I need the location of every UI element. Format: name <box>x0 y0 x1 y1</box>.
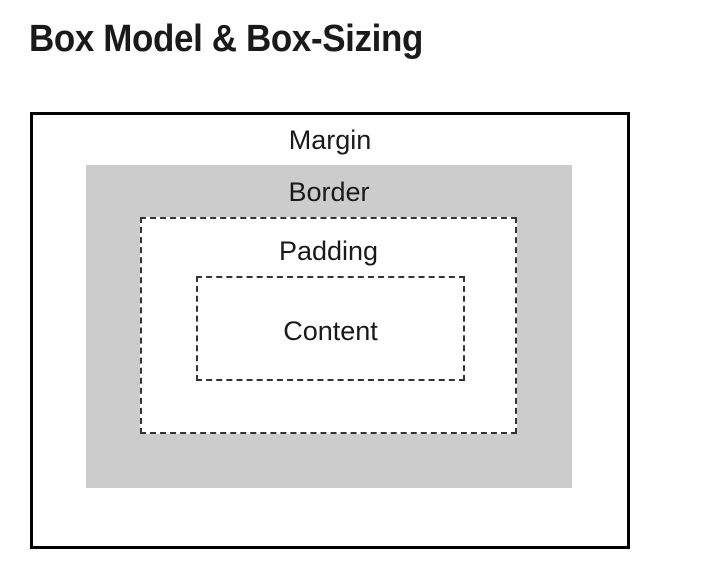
content-layer-label: Content <box>283 316 378 346</box>
padding-layer-label: Padding <box>278 236 379 266</box>
box-model-diagram: Margin Border Padding Content <box>30 112 630 549</box>
content-layer: Content <box>196 276 465 381</box>
border-layer-label: Border <box>288 177 370 207</box>
margin-layer-label: Margin <box>288 125 372 155</box>
padding-layer: Padding Content <box>140 217 517 434</box>
border-layer: Border Padding Content <box>86 165 572 488</box>
page-title: Box Model & Box-Sizing <box>29 18 423 60</box>
